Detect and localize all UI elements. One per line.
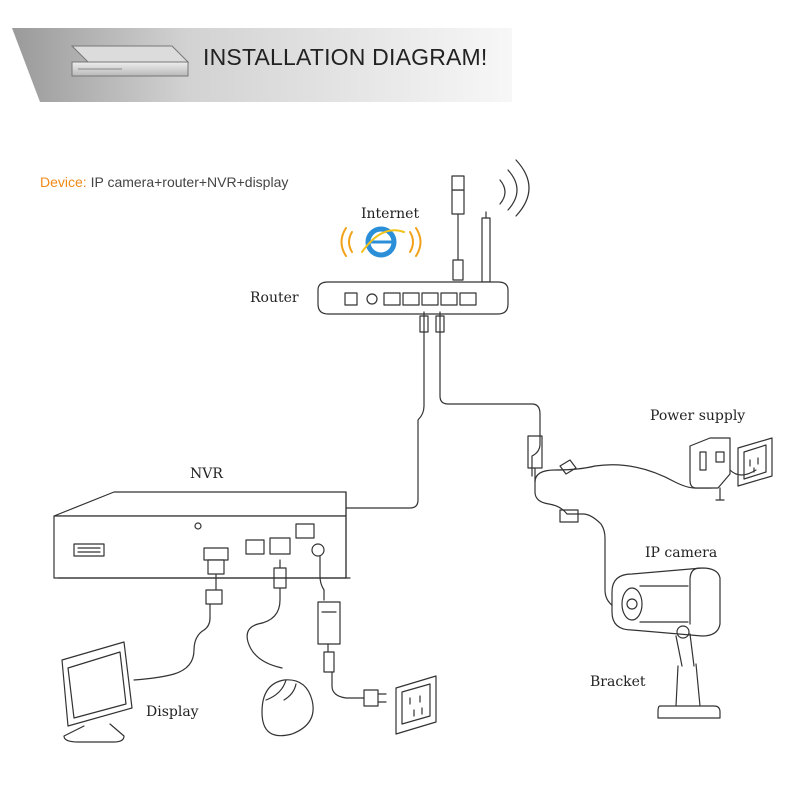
- router-icon: [317, 281, 509, 315]
- page-title: INSTALLATION DIAGRAM!: [203, 44, 488, 70]
- nvr-banner-icon: [70, 45, 190, 77]
- power-adapter-icon: [317, 601, 387, 707]
- router-antenna: [481, 159, 530, 283]
- power-supply-label: Power supply: [650, 408, 746, 424]
- power-adapter-icon: [689, 437, 731, 501]
- bracket-label: Bracket: [590, 674, 646, 690]
- display-label: Display: [146, 704, 199, 720]
- internet-label: Internet: [361, 206, 420, 222]
- nvr-recorder-icon: [53, 491, 351, 579]
- monitor-icon: [61, 641, 133, 743]
- ip-camera-label: IP camera: [645, 545, 718, 561]
- router-label: Router: [250, 290, 299, 306]
- wall-socket-icon: [737, 437, 773, 487]
- bracket-icon: [657, 625, 721, 719]
- device-description: Device: IP camera+router+NVR+display: [40, 174, 288, 190]
- mouse-icon: [261, 679, 314, 737]
- nvr-label: NVR: [190, 466, 223, 482]
- header-banner: [12, 28, 512, 102]
- wall-socket-icon: [395, 675, 437, 735]
- device-text: IP camera+router+NVR+display: [90, 174, 289, 190]
- internet-explorer-icon: [340, 226, 422, 258]
- bullet-camera-icon: [611, 567, 721, 637]
- device-label: Device:: [40, 174, 87, 190]
